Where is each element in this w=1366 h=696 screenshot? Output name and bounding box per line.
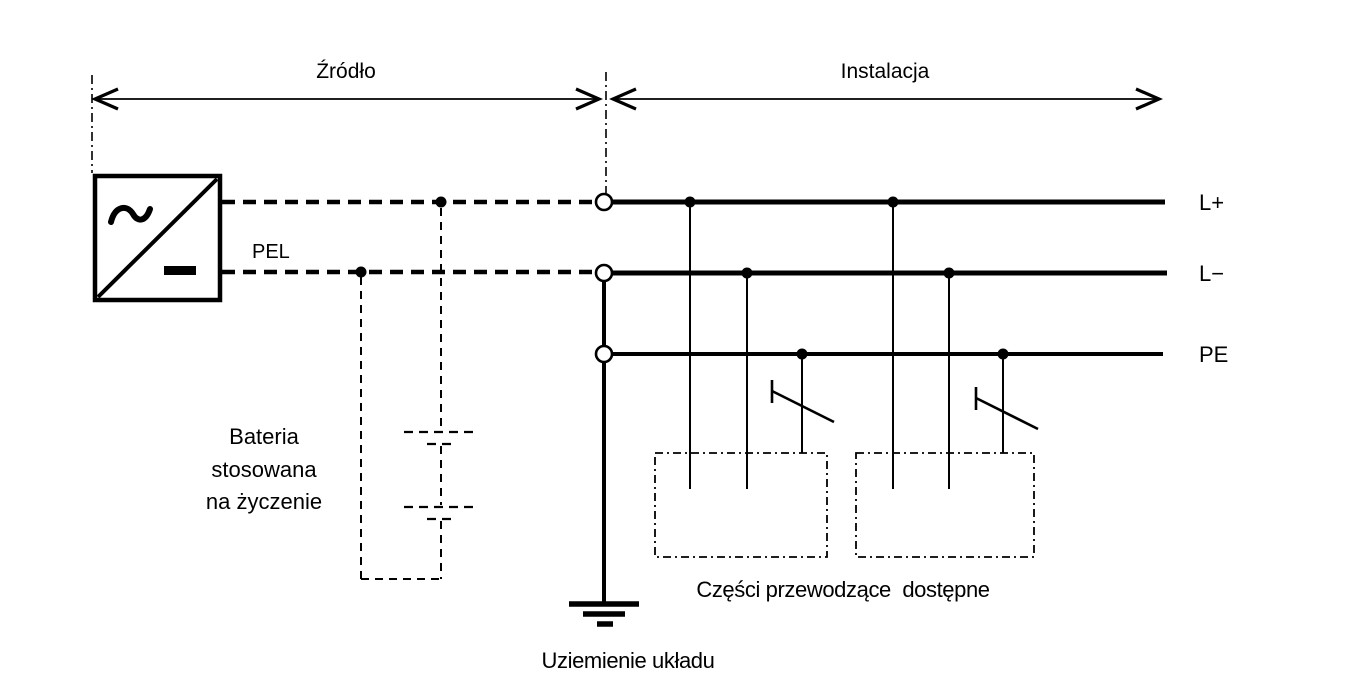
- arrowhead-right-icon: [575, 87, 604, 111]
- converter-diagonal: [96, 177, 219, 299]
- l-plus-label: L+: [1199, 190, 1224, 215]
- bonding-symbol-2: [974, 387, 1039, 431]
- bonding-symbol-1: [770, 380, 835, 424]
- earthing-label: Uziemienie układu: [542, 648, 715, 673]
- dc-symbol-icon: [164, 266, 196, 275]
- junction-dot: [435, 196, 447, 208]
- battery-note: Bateria stosowana na życzenie: [206, 424, 322, 514]
- ac-symbol-icon: [108, 204, 153, 225]
- junction-dot: [741, 267, 753, 279]
- bonding-slash-icon: [975, 396, 1039, 431]
- pel-label: PEL: [252, 241, 290, 263]
- source-label: Źródło: [316, 60, 376, 83]
- bonding-slash-icon: [771, 389, 835, 424]
- arrowhead-left-icon: [90, 87, 119, 111]
- terminal-pe: [594, 344, 614, 364]
- arrowhead-right-icon: [1135, 87, 1164, 111]
- battery-note-line-3: na życzenie: [206, 489, 322, 514]
- equipment-box-1: [654, 452, 828, 558]
- terminal-l-minus: [594, 263, 614, 283]
- terminal-l-plus: [594, 192, 614, 212]
- earth-symbol-icon: [569, 601, 639, 627]
- junction-dot: [796, 348, 808, 360]
- converter: [92, 173, 223, 303]
- junction-dot: [997, 348, 1009, 360]
- equipment-box-2: [855, 452, 1035, 558]
- battery-branch: [360, 208, 479, 580]
- battery-note-line-1: Bateria: [229, 424, 299, 449]
- source-span-arrow: [90, 87, 604, 111]
- pe-label: PE: [1199, 342, 1228, 367]
- installation-label: Instalacja: [841, 60, 930, 83]
- junction-dot: [943, 267, 955, 279]
- exposed-parts-label: Części przewodzące dostępne: [696, 577, 989, 602]
- junction-dot: [355, 266, 367, 278]
- arrowhead-left-icon: [608, 87, 637, 111]
- junction-dot: [684, 196, 696, 208]
- installation-span-arrow: [608, 87, 1164, 111]
- junction-dot: [887, 196, 899, 208]
- battery-note-line-2: stosowana: [211, 457, 317, 482]
- l-minus-label: L−: [1199, 261, 1224, 286]
